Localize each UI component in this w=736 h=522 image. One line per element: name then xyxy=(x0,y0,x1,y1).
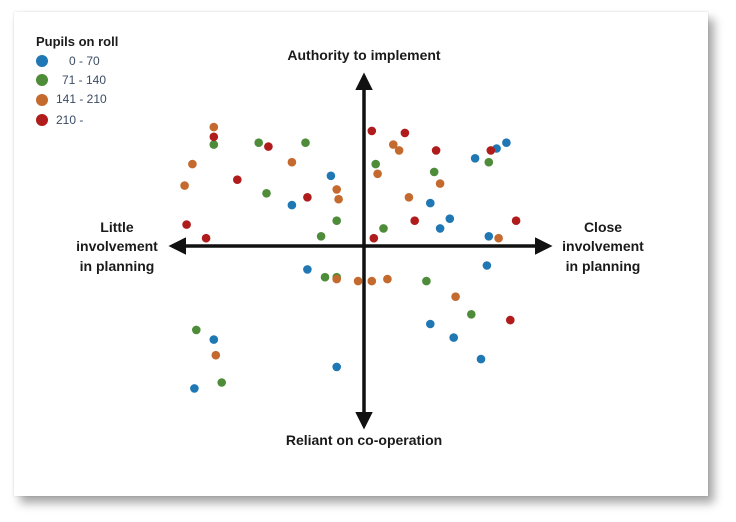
point-series-1-10 xyxy=(320,272,330,282)
quadrant-scatter-chart: Authority to implement Reliant on co-ope… xyxy=(36,34,644,448)
point-series-3-5 xyxy=(486,146,496,155)
point-series-3-1 xyxy=(264,142,273,151)
point-series-0-16 xyxy=(190,384,199,393)
point-series-0-1 xyxy=(287,200,297,210)
point-series-0-10 xyxy=(303,265,312,274)
data-points xyxy=(180,122,521,393)
point-series-0-12 xyxy=(449,333,459,342)
point-series-3-10 xyxy=(182,220,191,229)
point-series-1-14 xyxy=(192,325,201,335)
point-series-0-9 xyxy=(482,261,492,270)
legend-swatch-210-plus xyxy=(36,114,48,126)
point-series-2-5 xyxy=(334,194,343,204)
point-series-2-2 xyxy=(180,181,189,190)
point-series-0-4 xyxy=(435,224,445,233)
point-series-3-2 xyxy=(367,126,377,136)
point-series-2-15 xyxy=(383,274,392,284)
point-series-2-16 xyxy=(451,292,460,302)
point-series-3-4 xyxy=(431,146,441,155)
point-series-1-9 xyxy=(316,232,326,241)
point-series-2-8 xyxy=(394,146,404,155)
point-series-2-10 xyxy=(435,179,445,188)
x-axis-left-label-line-2: involvement xyxy=(76,238,158,254)
point-series-2-1 xyxy=(188,159,197,169)
x-axis-right-label-line-2: involvement xyxy=(562,238,644,254)
y-axis-bottom-label: Reliant on co-operation xyxy=(286,432,442,448)
point-series-3-11 xyxy=(201,233,211,243)
point-series-1-6 xyxy=(484,157,494,167)
legend-title: Pupils on roll xyxy=(36,34,118,49)
legend-swatch-0-70 xyxy=(36,55,48,67)
point-series-2-6 xyxy=(373,169,382,179)
x-axis-left-label-line-3: in planning xyxy=(80,258,155,274)
point-series-2-17 xyxy=(211,350,221,360)
point-series-2-9 xyxy=(404,193,414,202)
point-series-0-14 xyxy=(209,335,219,344)
x-axis-right-label-line-3: in planning xyxy=(566,258,641,274)
point-series-0-15 xyxy=(332,362,342,372)
point-series-2-12 xyxy=(332,274,342,284)
point-series-0-3 xyxy=(445,214,455,223)
point-series-0-8 xyxy=(484,232,494,241)
x-axis-left-label-line-1: Little xyxy=(100,219,134,235)
legend-swatch-71-140 xyxy=(36,74,48,86)
point-series-3-12 xyxy=(369,233,379,243)
legend: Pupils on roll 0 - 70 71 - 140 141 - 210… xyxy=(36,34,118,127)
point-series-1-2 xyxy=(301,138,310,147)
point-series-2-13 xyxy=(353,276,363,286)
point-series-3-3 xyxy=(400,128,410,138)
point-series-2-7 xyxy=(389,140,398,149)
point-series-1-13 xyxy=(467,310,476,319)
point-series-0-5 xyxy=(470,154,480,163)
point-series-2-0 xyxy=(209,122,219,132)
legend-label-141-210: 141 - 210 xyxy=(56,92,107,106)
point-series-0-2 xyxy=(426,198,435,208)
point-series-0-7 xyxy=(502,138,511,147)
point-series-2-3 xyxy=(287,157,297,167)
point-series-3-8 xyxy=(410,216,420,225)
point-series-3-0 xyxy=(209,132,219,142)
point-series-1-1 xyxy=(254,138,263,147)
point-series-2-11 xyxy=(494,233,503,243)
point-series-2-14 xyxy=(367,276,377,286)
point-series-1-15 xyxy=(217,378,226,387)
legend-label-71-140: 71 - 140 xyxy=(62,73,106,87)
point-series-1-8 xyxy=(379,224,388,233)
point-series-0-13 xyxy=(476,354,486,364)
legend-swatch-141-210 xyxy=(36,94,48,106)
point-series-1-3 xyxy=(262,189,271,198)
point-series-1-5 xyxy=(429,167,439,177)
point-series-1-0 xyxy=(209,140,219,149)
point-series-0-0 xyxy=(326,171,336,181)
point-series-1-12 xyxy=(422,276,431,286)
legend-label-210-plus: 210 - xyxy=(56,113,83,127)
point-series-3-9 xyxy=(511,216,521,225)
point-series-1-7 xyxy=(332,216,342,225)
point-series-3-6 xyxy=(233,175,242,184)
point-series-1-4 xyxy=(371,159,381,169)
point-series-2-4 xyxy=(332,185,342,194)
x-axis-right-label-line-1: Close xyxy=(584,219,622,235)
point-series-3-7 xyxy=(303,193,312,202)
legend-label-0-70: 0 - 70 xyxy=(69,54,100,68)
point-series-3-13 xyxy=(506,315,515,325)
chart-frame: Authority to implement Reliant on co-ope… xyxy=(14,12,708,496)
y-axis-top-label: Authority to implement xyxy=(287,47,441,63)
point-series-0-11 xyxy=(426,319,435,329)
